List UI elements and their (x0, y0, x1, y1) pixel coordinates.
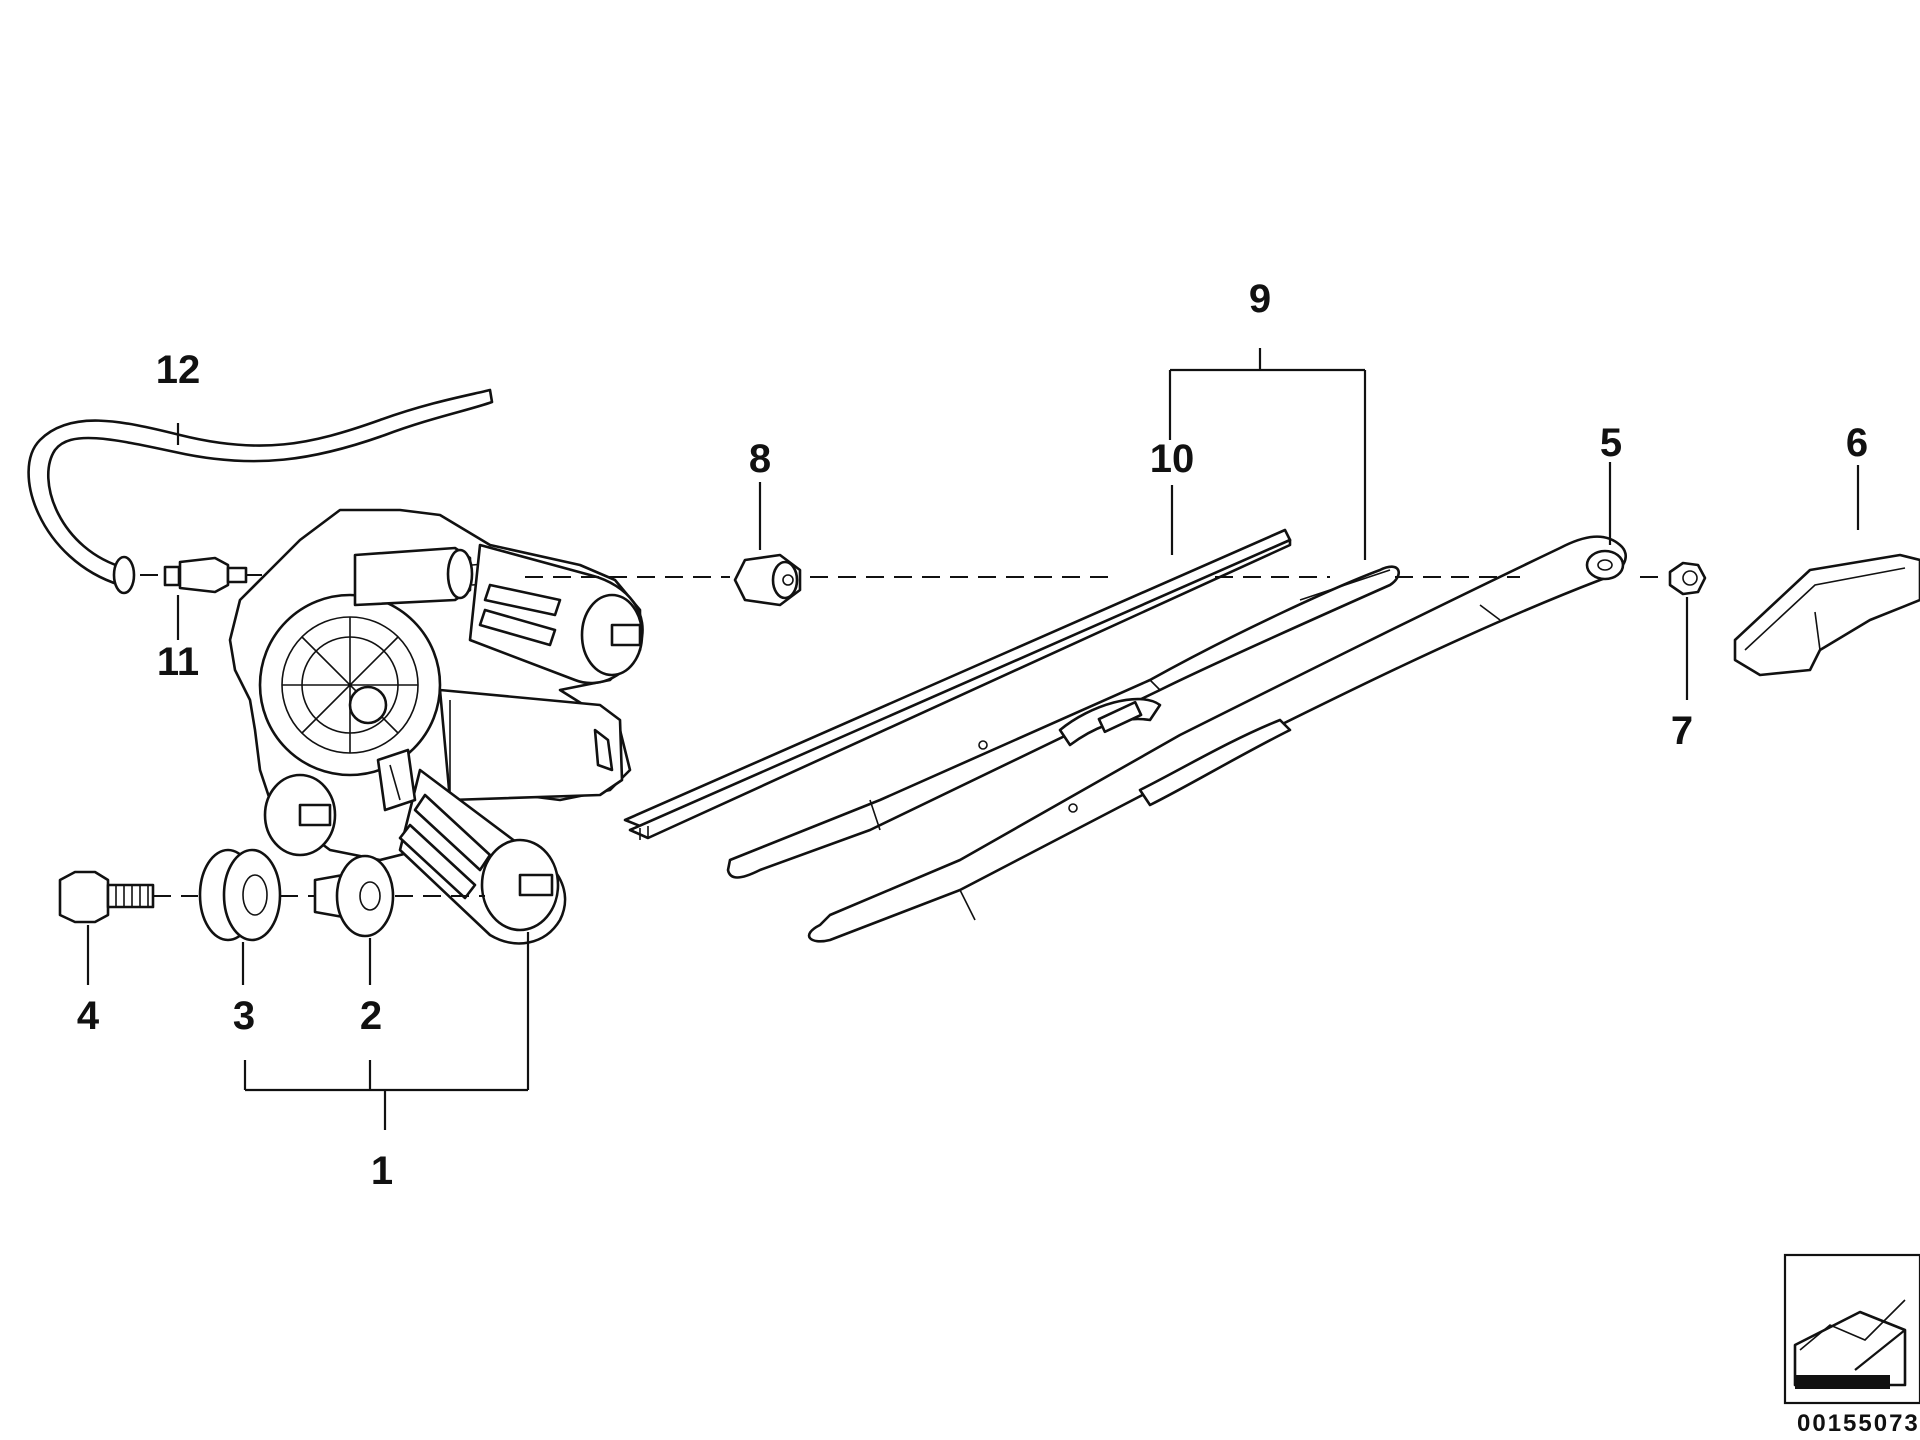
hex-nut (1668, 561, 1707, 596)
callout-4: 4 (76, 994, 100, 1038)
callout-7: 7 (1670, 709, 1694, 753)
diagram-number: 00155073 (1797, 1410, 1920, 1437)
callout-1: 1 (370, 1149, 394, 1193)
wiper-arm (807, 535, 1627, 943)
rubber-grommet (198, 848, 282, 942)
hose-connector (163, 556, 248, 594)
callout-2: 2 (359, 994, 383, 1038)
spacer-sleeve (313, 854, 395, 938)
callout-6: 6 (1845, 421, 1869, 465)
callout-9: 9 (1248, 277, 1272, 321)
wiper-blade (726, 565, 1400, 879)
wiper-motor (228, 508, 644, 945)
wiper-blade-insert (623, 528, 1292, 840)
bolt (58, 870, 155, 924)
cover-cap (1733, 553, 1920, 677)
callout-10: 10 (1149, 437, 1195, 481)
callout-11: 11 (156, 640, 200, 684)
callout-3: 3 (232, 994, 256, 1038)
callout-5: 5 (1599, 421, 1623, 465)
leader-lines (86, 348, 1860, 1130)
orientation-symbol (1783, 1253, 1920, 1405)
callout-8: 8 (748, 437, 772, 481)
cap-nut (733, 553, 802, 607)
washer-hose (27, 388, 494, 595)
callout-12: 12 (155, 348, 201, 392)
